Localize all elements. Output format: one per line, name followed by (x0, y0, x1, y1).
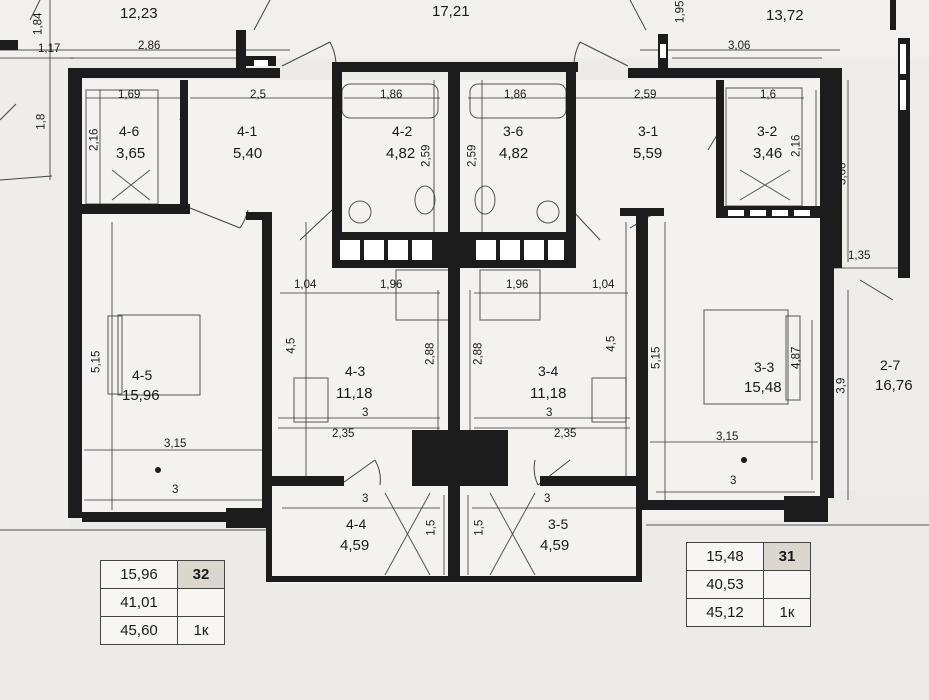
summary-32-apartment-number: 32 (177, 560, 225, 589)
summary-31-type: 1к (763, 598, 811, 627)
dim-1-5-left: 1,5 (425, 519, 438, 536)
room-area-3-2: 3,46 (753, 145, 783, 162)
summary-table-31: 15,48 31 40,53 45,12 1к (686, 542, 811, 627)
dim-3-bottom-left: 3 (172, 484, 179, 496)
dim-2-35-right: 2,35 (554, 428, 577, 440)
dim-1-86-left: 1,86 (380, 89, 403, 101)
dim-2-5: 2,5 (250, 89, 266, 101)
dim-2-88-right: 2,88 (472, 342, 485, 365)
dim-3-15-left: 3,15 (164, 438, 187, 450)
dim-3-bottom-right: 3 (730, 475, 737, 487)
room-area-3-1: 5,59 (633, 145, 663, 162)
summary-31-living-area: 15,48 (686, 542, 764, 571)
neighbor-area-right: 13,72 (766, 7, 804, 24)
dim-1-69: 1,69 (118, 89, 141, 101)
room-area-3-5: 4,59 (540, 537, 570, 554)
room-area-4-3: 11,18 (336, 385, 373, 402)
room-area-3-4: 11,18 (530, 385, 567, 402)
neighbor-area-center: 17,21 (432, 3, 470, 20)
room-id-4-1: 4-1 (237, 123, 258, 139)
room-area-4-6: 3,65 (116, 145, 146, 162)
room-area-4-1: 5,40 (233, 145, 263, 162)
summary-table-32: 15,96 32 41,01 45,60 1к (100, 560, 225, 645)
dim-3-balcony-left: 3 (362, 493, 369, 505)
dim-3-kitchen-left: 3 (362, 407, 369, 419)
dim-2-86: 2,86 (138, 40, 161, 52)
dim-1-95: 1,95 (674, 0, 687, 23)
summary-31-total-area: 40,53 (686, 570, 764, 599)
summary-32-blank (177, 588, 225, 617)
dim-4-5-right: 4,5 (605, 335, 618, 352)
dim-1-96-right: 1,96 (506, 279, 529, 291)
dim-1-5-right: 1,5 (473, 519, 486, 536)
room-id-3-5: 3-5 (548, 516, 569, 532)
dim-2-59-left: 2,59 (420, 144, 433, 167)
room-area-2-7: 16,76 (875, 377, 913, 394)
room-area-4-5: 15,96 (122, 387, 160, 404)
neighbor-area-left: 12,23 (120, 5, 158, 22)
room-id-2-7: 2-7 (880, 357, 901, 373)
dim-4-5-left: 4,5 (285, 337, 298, 354)
room-area-3-3: 15,48 (744, 379, 782, 396)
summary-31-apartment-number: 31 (763, 542, 811, 571)
room-id-4-5: 4-5 (132, 367, 153, 383)
dim-2-59-right: 2,59 (466, 144, 479, 167)
dim-3-15-right: 3,15 (716, 431, 739, 443)
dim-4-87: 4,87 (790, 346, 803, 369)
dim-2-16-left: 2,16 (88, 128, 101, 151)
dim-3-balcony-right: 3 (544, 493, 551, 505)
room-id-4-4: 4-4 (346, 516, 367, 532)
summary-32-total-area: 41,01 (100, 588, 178, 617)
dim-2-59-top: 2,59 (634, 89, 657, 101)
room-id-4-3: 4-3 (345, 363, 366, 379)
dim-1-04-right: 1,04 (592, 279, 615, 291)
dim-1-8: 1,8 (35, 113, 48, 130)
summary-32-living-area: 15,96 (100, 560, 178, 589)
dim-1-17: 1,17 (38, 43, 61, 55)
room-area-4-4: 4,59 (340, 537, 370, 554)
dim-5-15-left: 5,15 (90, 350, 103, 373)
dim-3-kitchen-right: 3 (546, 407, 553, 419)
summary-31-blank (763, 570, 811, 599)
dim-3-66: 3,66 (836, 162, 849, 185)
dim-2-16-right: 2,16 (790, 134, 803, 157)
summary-32-area-with-balcony: 45,60 (100, 616, 178, 645)
room-id-4-2: 4-2 (392, 123, 413, 139)
dim-3-06: 3,06 (728, 40, 751, 52)
room-id-3-1: 3-1 (638, 123, 659, 139)
room-id-3-3: 3-3 (754, 359, 775, 375)
dim-1-96-left: 1,96 (380, 279, 403, 291)
room-area-4-2: 4,82 (386, 145, 416, 162)
dim-1-35: 1,35 (848, 250, 871, 262)
dim-1-86-right: 1,86 (504, 89, 527, 101)
room-area-3-6: 4,82 (499, 145, 529, 162)
dim-2-35-left: 2,35 (332, 428, 355, 440)
dim-3-9: 3,9 (835, 377, 848, 394)
dim-1-84: 1,84 (32, 12, 45, 35)
dim-1-6: 1,6 (760, 89, 776, 101)
summary-31-area-with-balcony: 45,12 (686, 598, 764, 627)
dim-2-88-left: 2,88 (424, 342, 437, 365)
dim-1-04-left: 1,04 (294, 279, 317, 291)
summary-32-type: 1к (177, 616, 225, 645)
room-id-4-6: 4-6 (119, 123, 140, 139)
room-id-3-4: 3-4 (538, 363, 559, 379)
dim-5-15-right: 5,15 (650, 346, 663, 369)
room-id-3-2: 3-2 (757, 123, 778, 139)
room-id-3-6: 3-6 (503, 123, 524, 139)
